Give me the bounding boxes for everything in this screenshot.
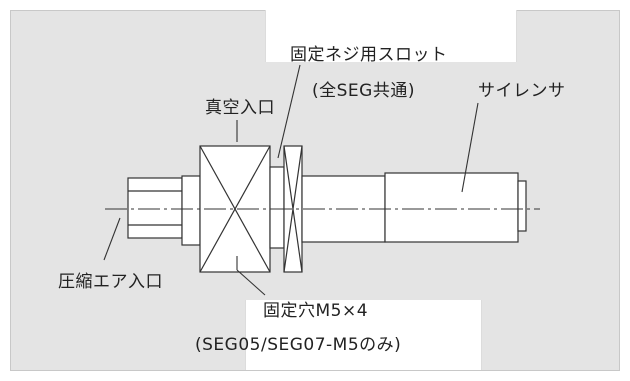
label-fixing-hole-note: (SEG05/SEG07-M5のみ) — [195, 335, 402, 355]
end-cap — [517, 180, 527, 232]
label-compressed-air-inlet: 圧縮エア入口 — [58, 272, 163, 292]
air-inlet-fitting — [127, 177, 183, 239]
leader-silencer — [461, 102, 479, 193]
label-silencer: サイレンサ — [478, 81, 566, 101]
label-common-all: (全SEG共通) — [312, 81, 415, 101]
slot-nut-diag-2 — [283, 145, 303, 273]
leader-fixing-slot — [277, 64, 301, 159]
label-fixing-slot: 固定ネジ用スロット — [290, 45, 448, 65]
step-collar — [181, 175, 201, 246]
background-panel-top — [265, 10, 517, 62]
leader-fixing-hole-2 — [236, 269, 266, 296]
background-panel-bottom — [245, 300, 482, 370]
leader-air-inlet — [103, 217, 121, 261]
vacuum-block-diag-2 — [199, 145, 271, 273]
label-fixing-hole: 固定穴M5×4 — [263, 301, 369, 321]
silencer-body — [384, 172, 519, 243]
neck — [269, 166, 285, 249]
label-vacuum-inlet: 真空入口 — [205, 98, 275, 118]
